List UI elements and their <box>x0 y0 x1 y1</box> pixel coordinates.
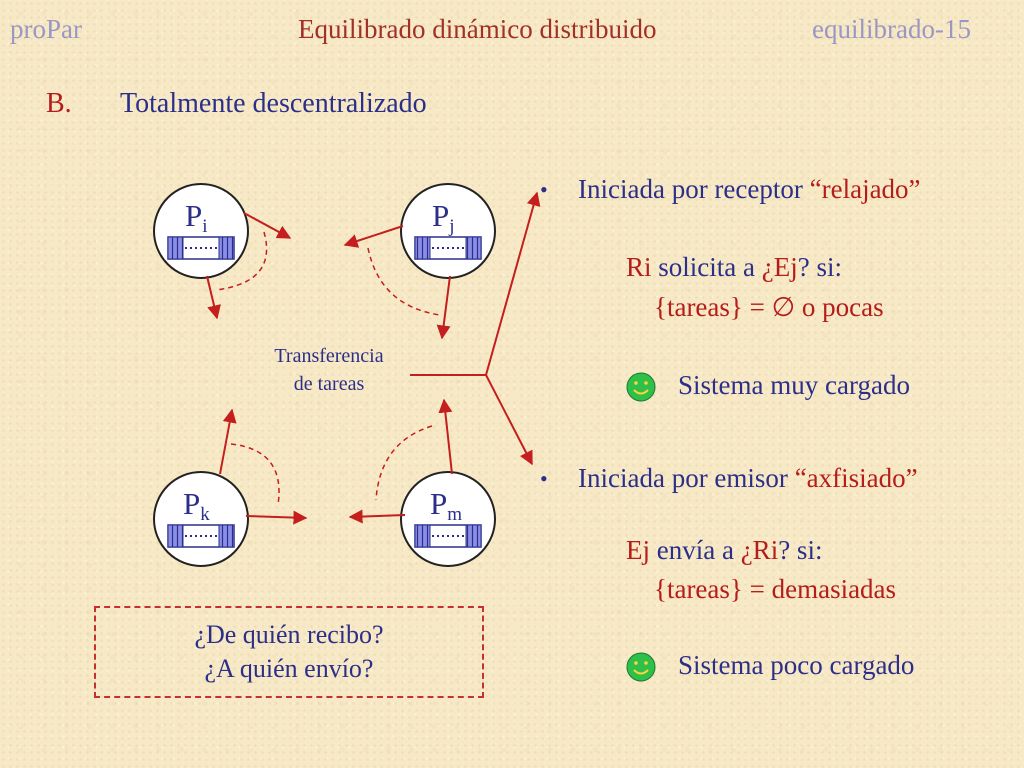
section-letter: B. <box>46 88 72 119</box>
receptor-heading: Iniciada por receptor “relajado” <box>578 174 921 204</box>
arrow-to-receptor <box>485 191 541 376</box>
arrow-pk-up <box>219 408 237 475</box>
arrow-pk-right <box>245 510 308 525</box>
receptor-set-condition: {tareas} = ∅ o pocas <box>654 292 884 322</box>
smiley-face-icon <box>626 372 656 402</box>
smiley-face-icon <box>626 652 656 682</box>
header-left: proPar <box>10 14 82 44</box>
transfer-label-line1: Transferencia <box>274 345 384 367</box>
task-queue-icon <box>414 524 482 548</box>
receptor-bullet: • <box>540 177 548 202</box>
page-title: Equilibrado dinámico distribuido <box>298 14 657 44</box>
receptor-condition: Ri solicita a ¿Ej? si: <box>626 252 842 282</box>
arrow-pi-right <box>243 212 292 239</box>
emisor-bullet: • <box>540 466 548 491</box>
processor-pi-label: Pi <box>185 198 208 237</box>
emisor-heading: Iniciada por emisor “axfisiado” <box>578 463 918 493</box>
dashed-arc-pj <box>367 247 441 316</box>
transfer-label-line2: de tareas <box>293 373 365 395</box>
emisor-condition: Ej envía a ¿Ri? si: <box>626 535 823 565</box>
dashed-arc-pm <box>375 425 433 501</box>
dashed-arc-pk <box>230 443 280 506</box>
question-send: ¿A quién envío? <box>204 654 374 683</box>
empty-set-symbol: ∅ <box>771 292 796 322</box>
arrow-to-emisor <box>485 374 533 466</box>
section-title: Totalmente descentralizado <box>120 88 427 119</box>
processor-pk-label: Pk <box>183 486 210 525</box>
receptor-outcome: Sistema muy cargado <box>678 370 910 400</box>
slide-number: equilibrado-15 <box>812 14 971 44</box>
emisor-outcome: Sistema poco cargado <box>678 650 915 680</box>
arrow-pi-down <box>206 275 221 320</box>
arrow-pm-up <box>438 398 453 475</box>
emisor-set-condition: {tareas} = demasiadas <box>654 574 897 604</box>
processor-pj-label: Pj <box>432 198 455 237</box>
task-queue-icon <box>414 236 482 260</box>
task-queue-icon <box>167 236 235 260</box>
arrow-pj-left <box>343 225 404 248</box>
dashed-arc-pi <box>215 231 268 291</box>
transfer-label: Transferencia de tareas <box>246 342 412 398</box>
arrow-pm-left <box>348 509 406 524</box>
questions-box: ¿De quién recibo? ¿A quién envío? <box>94 606 484 698</box>
processor-pm-label: Pm <box>430 486 463 525</box>
task-queue-icon <box>167 524 235 548</box>
arrow-pj-down <box>436 275 451 340</box>
question-receive: ¿De quién recibo? <box>194 620 384 649</box>
